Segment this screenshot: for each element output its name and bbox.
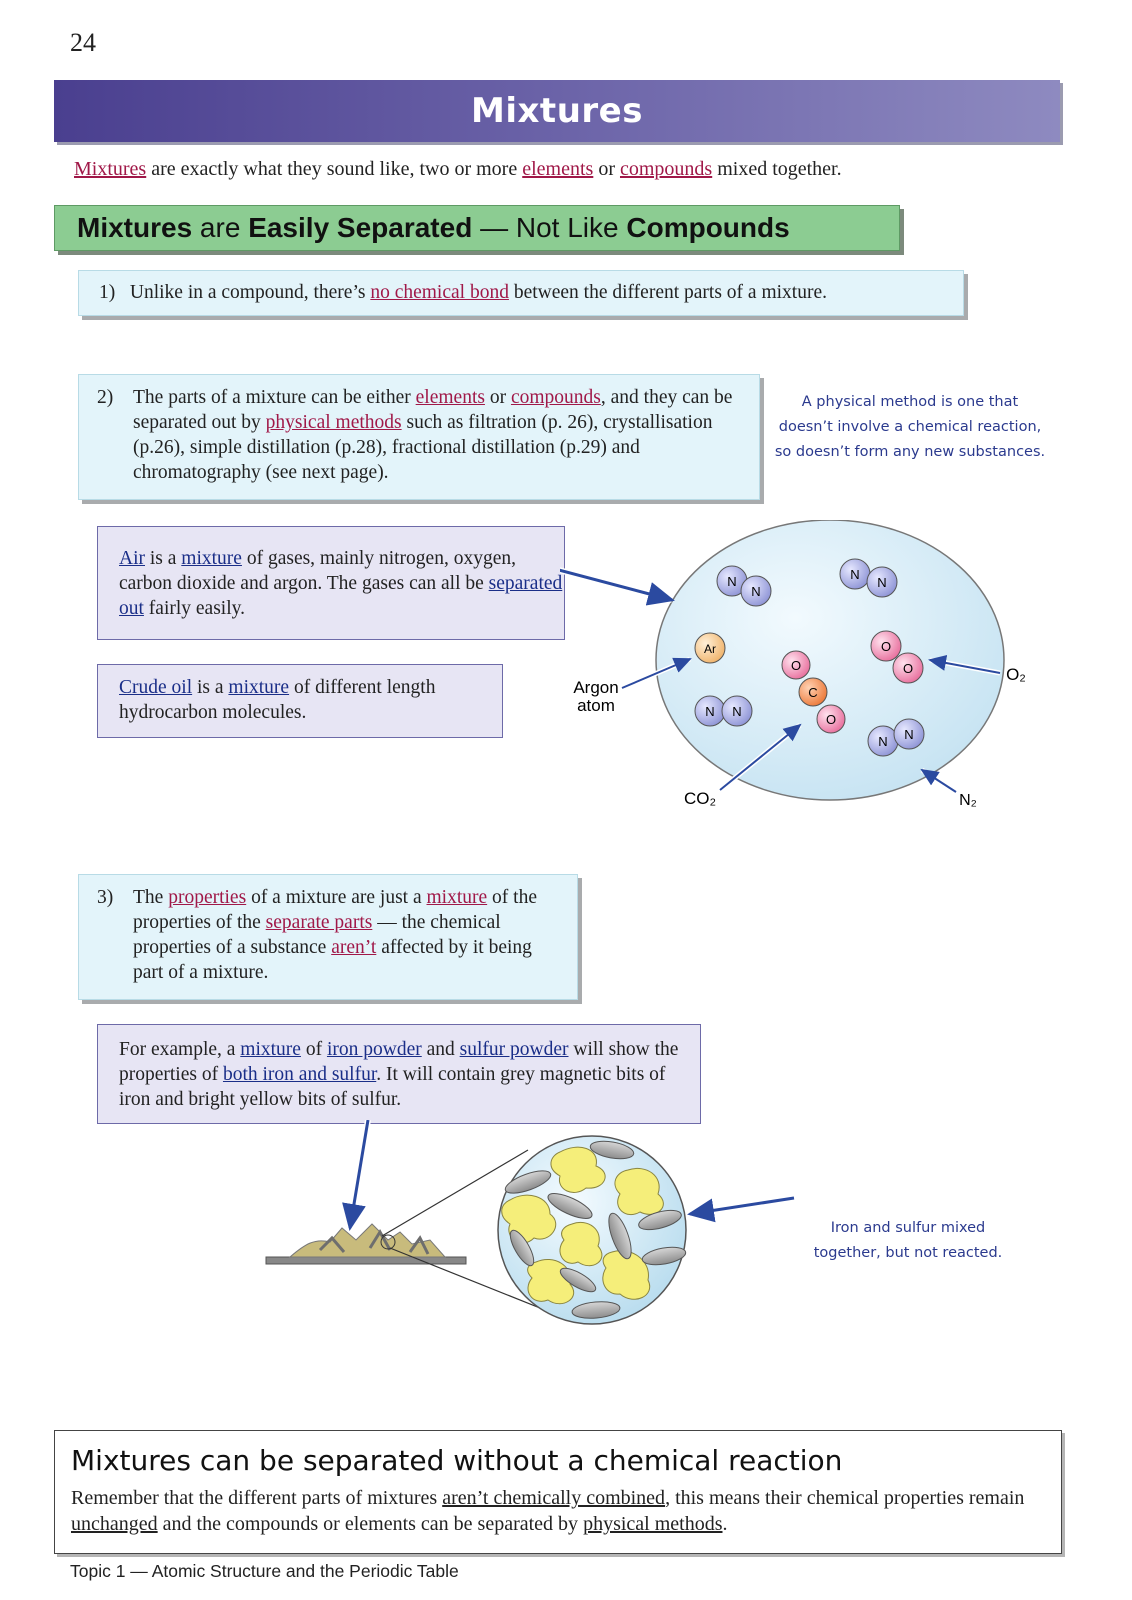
svg-text:O: O bbox=[881, 639, 891, 654]
n2-label: N₂ bbox=[959, 792, 977, 809]
point-2-box: 2) The parts of a mixture can be either … bbox=[78, 374, 760, 500]
point-1-box: 1) Unlike in a compound, there’s no chem… bbox=[78, 270, 964, 316]
co2-molecule: O C O bbox=[781, 650, 846, 734]
air-mixture-diagram: N N N N N N N N Ar O C O O O bbox=[560, 520, 1026, 809]
iron-particles bbox=[504, 1140, 687, 1319]
page-title: Mixtures bbox=[471, 91, 643, 131]
svg-text:N: N bbox=[850, 567, 859, 582]
physical-method-note: A physical method is one that doesn’t in… bbox=[774, 394, 1046, 460]
keyword-elements: elements bbox=[522, 158, 594, 180]
n2-arrow bbox=[920, 768, 957, 793]
note-arrow bbox=[687, 1196, 795, 1223]
section-heading: Mixtures are Easily Separated — Not Like… bbox=[54, 205, 900, 251]
n2-molecule: N N bbox=[716, 565, 772, 607]
svg-text:N: N bbox=[878, 734, 887, 749]
keyword-compounds: compounds bbox=[619, 158, 713, 180]
o2-arrow bbox=[928, 655, 1001, 674]
svg-text:O: O bbox=[903, 661, 913, 676]
iron-sulfur-example-box: For example, a mixture of iron powder an… bbox=[97, 1024, 701, 1124]
keyword-mixtures: Mixtures bbox=[74, 158, 147, 180]
svg-text:N: N bbox=[732, 704, 741, 719]
svg-text:N: N bbox=[727, 574, 736, 589]
intro-text: Mixtures are exactly what they sound lik… bbox=[74, 158, 842, 180]
svg-text:C: C bbox=[808, 685, 817, 700]
argon-label: Argon bbox=[573, 678, 618, 697]
svg-text:O: O bbox=[791, 658, 801, 673]
o2-label: O₂ bbox=[1006, 665, 1026, 684]
co2-arrow bbox=[719, 723, 802, 791]
svg-text:N: N bbox=[877, 575, 886, 590]
air-arrow bbox=[560, 568, 675, 606]
iron-sulfur-diagram bbox=[265, 1120, 795, 1325]
n2-molecule: N N bbox=[867, 718, 925, 757]
page-number: 24 bbox=[70, 28, 96, 57]
summary-text: Remember that the different parts of mix… bbox=[71, 1487, 1025, 1535]
o2-molecule: O O bbox=[870, 630, 924, 684]
n2-molecule: N N bbox=[839, 558, 898, 598]
svg-text:N: N bbox=[705, 704, 714, 719]
title-banner: Mixtures bbox=[54, 80, 1060, 142]
crude-oil-box: Crude oil is a mixture of different leng… bbox=[97, 664, 503, 738]
svg-text:O: O bbox=[826, 712, 836, 727]
n2-molecule: N N bbox=[694, 695, 753, 727]
argon-label-2: atom bbox=[577, 696, 615, 715]
svg-text:N: N bbox=[751, 584, 760, 599]
plate bbox=[265, 1256, 467, 1265]
summary-heading: Mixtures can be separated without a chem… bbox=[71, 1444, 843, 1477]
air-mixture-box: Air is a mixture of gases, mainly nitrog… bbox=[97, 526, 565, 640]
argon-atom: Ar bbox=[694, 632, 726, 664]
summary-box: Mixtures can be separated without a chem… bbox=[54, 1430, 1062, 1554]
svg-text:N: N bbox=[904, 727, 913, 742]
point-3-box: 3) The properties of a mixture are just … bbox=[78, 874, 578, 1000]
footer: Topic 1 — Atomic Structure and the Perio… bbox=[70, 1561, 459, 1581]
example-arrow bbox=[342, 1120, 370, 1231]
argon-arrow bbox=[621, 657, 692, 689]
iron-sulfur-note: Iron and sulfur mixed together, but not … bbox=[813, 1220, 1003, 1261]
co2-label: CO₂ bbox=[684, 789, 716, 808]
svg-text:Ar: Ar bbox=[704, 642, 716, 656]
